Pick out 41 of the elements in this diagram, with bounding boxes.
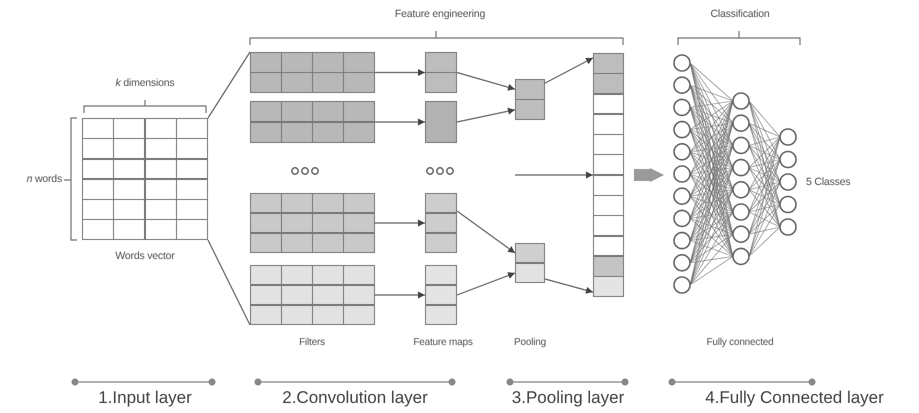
arrow [456,210,516,254]
arrow [375,118,425,126]
layer-title: 2.Convolution layer [281,388,429,408]
layer-title: 1.Input layer [97,388,193,408]
feature-map [425,101,457,143]
arrow [456,108,516,123]
arrow [456,272,516,296]
layer-title: 4.Fully Connected layer [704,388,885,408]
text-label: 5 Classes [806,176,852,189]
text-label: n words [26,173,62,186]
text-label: Fully connected [705,337,775,349]
feature-map [425,52,457,93]
feature-vector [593,53,624,297]
text-label: Feature maps [412,337,474,349]
pooling-box [515,243,545,283]
arrow [375,220,425,226]
filter-matrix [250,52,375,93]
input-matrix [82,118,208,240]
neural-network-drawing [672,53,800,297]
text-label: Classification [709,8,771,21]
pooling-box [515,79,545,120]
filter-matrix [250,265,375,325]
arrow [515,172,593,178]
block-arrow [634,168,664,182]
connector-line [208,52,250,118]
filter-matrix [250,193,375,253]
feature-map [425,193,457,253]
arrow [544,278,594,294]
connector-line [207,240,251,326]
arrow [375,69,425,76]
arrow [544,57,594,84]
filter-matrix [250,101,375,143]
layer-title: 3.Pooling layer [510,388,626,408]
text-label: k dimensions [114,77,176,90]
text-label: Words vector [114,250,176,263]
feature-map [425,265,457,325]
arrow [375,292,425,298]
text-label: Pooling [513,337,547,349]
text-label: Filters [298,337,326,349]
arrow [456,72,516,91]
text-label: Feature engineering [394,8,486,21]
